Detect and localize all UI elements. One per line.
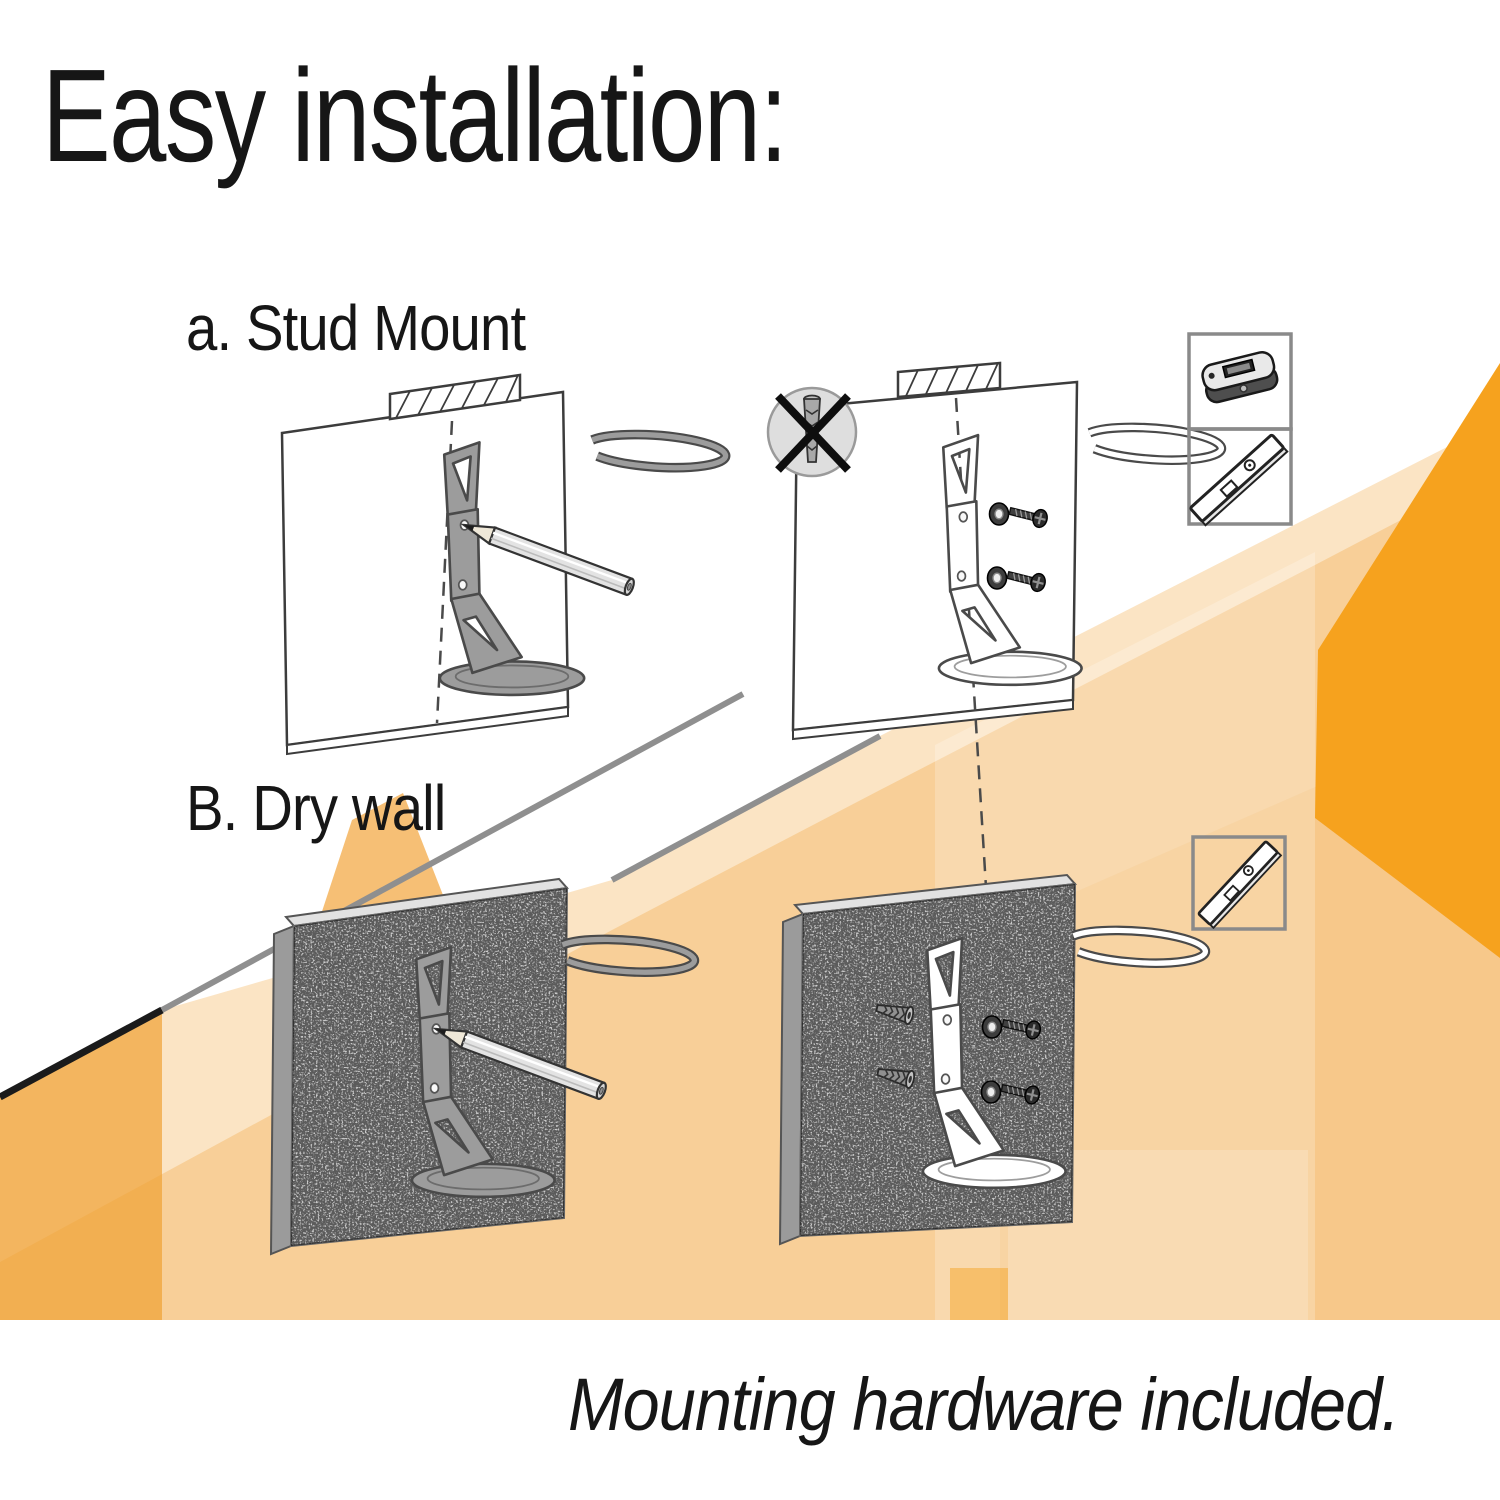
illustration-drywall-anchors-screws: [778, 873, 1207, 1246]
stud-block: [388, 373, 522, 421]
washer-icon: [980, 1080, 1002, 1104]
illustration-drywall-marking: [269, 877, 696, 1256]
section-separator-line: [160, 691, 745, 1013]
deep-orange-wedge: [1315, 363, 1500, 958]
section-label-stud-mount: a. Stud Mount: [186, 292, 526, 364]
illustration-stud-mount-screws: [766, 361, 1223, 921]
wall-plate-icon: [1188, 433, 1289, 527]
inset-mount-box: [1187, 332, 1293, 431]
inset-wall-plate-box: [1187, 427, 1293, 527]
washer-icon: [988, 502, 1010, 526]
page-title: Easy installation:: [42, 42, 788, 189]
illustration-stud-mount-marking: [280, 373, 727, 756]
stud-block: [896, 361, 1002, 399]
section-label-dry-wall: B. Dry wall: [186, 772, 446, 844]
no-anchor-icon: [766, 386, 858, 478]
secondary-diagonal-line: [610, 733, 882, 883]
wall-plate-icon: [1196, 839, 1283, 930]
hardware-note: Mounting hardware included.: [568, 1363, 1400, 1446]
inset-wall-plate-box-drywall: [1191, 835, 1287, 931]
mount-rear-view-icon: [1198, 348, 1281, 406]
washer-icon: [981, 1015, 1003, 1039]
washer-icon: [986, 566, 1008, 590]
black-diagonal-edge: [0, 1006, 164, 1101]
